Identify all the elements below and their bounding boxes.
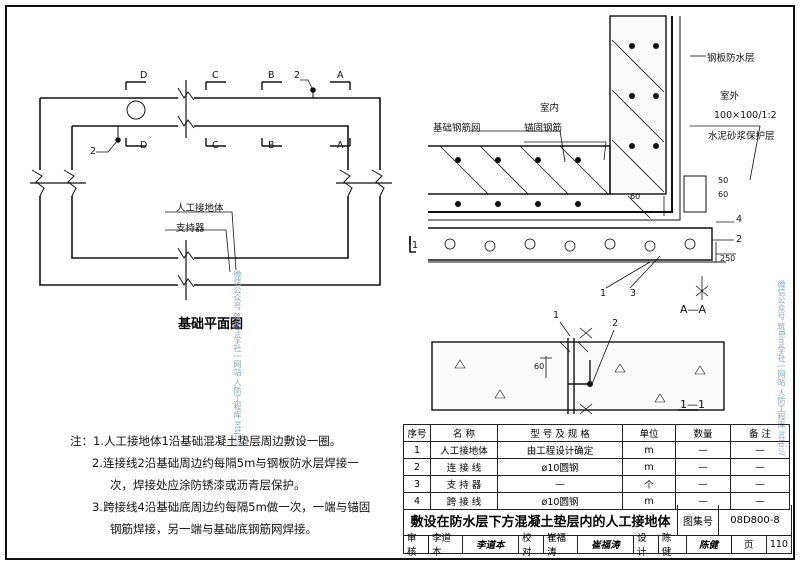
col-header: 单位 <box>622 424 676 442</box>
number-4: 4 <box>736 214 743 225</box>
col-header: 数量 <box>675 424 731 442</box>
cell: — <box>675 441 731 459</box>
col-header: 名 称 <box>430 424 498 442</box>
cell: 连 接 线 <box>430 458 498 476</box>
number-2: 2 <box>612 318 619 329</box>
section-mark: C <box>212 70 219 81</box>
cell: 由工程设计确定 <box>497 441 623 459</box>
table-row: 3 支 持 器 — 个 — — <box>403 475 790 493</box>
label-anchor: 锚固钢筋 <box>524 123 563 134</box>
section-aa-caption: A—A <box>680 303 707 316</box>
cell: — <box>730 475 790 493</box>
foundation-plan <box>30 79 392 300</box>
col-header: 备 注 <box>730 424 790 442</box>
reviewer-signature: 李道本 <box>463 535 519 553</box>
section-mark: C <box>212 140 219 151</box>
watermark: 微信公众号 筑Bim学社 | 网站 人防工程库 http:// <box>233 270 242 446</box>
plan-caption: 基础平面图 <box>178 317 244 332</box>
cell: m <box>622 441 676 459</box>
cell: 支 持 器 <box>430 475 498 493</box>
cell: 个 <box>622 475 676 493</box>
table-header: 序号 名 称 型 号 及 规 格 单位 数量 备 注 <box>403 424 790 442</box>
label-mortar-spec: 100×100/1:2 <box>714 110 777 121</box>
label-support: 支持器 <box>176 223 205 234</box>
section-mark: A <box>337 70 344 81</box>
watermark: 微信公众号 筑Bim学社 | 网站 人防工程库 http:// <box>777 280 786 456</box>
section-mark: B <box>268 140 275 151</box>
note-line: 3.跨接线4沿基础底周边约每隔5m做一次，一端与锚固 <box>92 500 371 514</box>
checker: 崔福涛 <box>544 533 578 558</box>
note-line: 2.连接线2沿基础周边约每隔5m与钢板防水层焊接一 <box>92 456 359 470</box>
number-2: 2 <box>736 234 743 245</box>
atlas-label: 图集号 <box>678 505 719 535</box>
table-row: 2 连 接 线 ø10圆钢 m — — <box>403 458 790 476</box>
dim-60: 60 <box>630 192 641 201</box>
cell: 3 <box>403 475 431 493</box>
section-mark: B <box>268 70 275 81</box>
title-block: 敷设在防水层下方混凝土垫层内的人工接地体 图集号 08D800-8 <box>403 505 792 536</box>
cell: m <box>622 492 676 510</box>
section-aa <box>409 15 761 300</box>
note-line: 注：1.人工接地体1沿基础混凝土垫层周边敷设一圈。 <box>70 434 342 448</box>
cut-mark-1: 1 <box>412 240 419 251</box>
cell: 1 <box>403 441 431 459</box>
cell: — <box>730 441 790 459</box>
number-1: 1 <box>553 310 560 321</box>
section-mark: D <box>140 70 148 81</box>
check-label: 校对 <box>519 533 544 558</box>
cell: — <box>730 492 790 510</box>
cell: m <box>622 458 676 476</box>
design-label: 设计 <box>634 533 659 558</box>
label-indoor: 室内 <box>540 103 560 114</box>
cell: — <box>730 458 790 476</box>
section-11-caption: 1—1 <box>680 398 705 411</box>
connector-number: 2 <box>90 146 97 157</box>
dim-60: 60 <box>534 362 545 371</box>
notes: 注：1.人工接地体1沿基础混凝土垫层周边敷设一圈。 2.连接线2沿基础周边约每隔… <box>70 430 400 540</box>
checker-signature: 崔福涛 <box>578 535 634 553</box>
dim-50: 50 <box>718 176 729 185</box>
dim-250: 250 <box>720 254 736 263</box>
designer: 陈 健 <box>659 533 687 558</box>
label-rebar-net: 基础钢筋网 <box>433 123 481 134</box>
number-3: 3 <box>630 288 637 299</box>
cell: 2 <box>403 458 431 476</box>
drawing-title: 敷设在防水层下方混凝土垫层内的人工接地体 <box>404 505 678 535</box>
signature-row: 审核 李道本 李道本 校对 崔福涛 崔福涛 设计 陈 健 陈健 页 110 <box>403 533 792 558</box>
atlas-number: 08D800-8 <box>730 514 780 526</box>
note-line: 钢筋焊接，另一端与基础底钢筋网焊接。 <box>110 522 317 536</box>
designer-signature: 陈健 <box>687 535 732 553</box>
cell: — <box>497 475 623 493</box>
label-steel-waterproof: 钢板防水层 <box>707 53 755 64</box>
table-row: 4 跨 接 线 ø10圆钢 m — — <box>403 492 790 510</box>
material-table: 序号 名 称 型 号 及 规 格 单位 数量 备 注 1 人工接地体 由工程设计… <box>403 424 790 510</box>
review-label: 审核 <box>404 533 429 558</box>
page-label: 页 <box>732 535 767 553</box>
cell: ø10圆钢 <box>497 458 623 476</box>
number-1: 1 <box>600 288 607 299</box>
cell: — <box>675 475 731 493</box>
dim-60: 60 <box>718 190 729 199</box>
label-outdoor: 室外 <box>720 91 740 102</box>
reviewer: 李道本 <box>429 533 463 558</box>
cell: ø10圆钢 <box>497 492 623 510</box>
section-mark: D <box>140 140 148 151</box>
cell: 人工接地体 <box>430 441 498 459</box>
cell: — <box>675 458 731 476</box>
page-number: 110 <box>769 538 788 550</box>
section-mark: A <box>337 140 344 151</box>
connector-number: 2 <box>294 70 301 81</box>
col-header: 序号 <box>403 424 431 442</box>
cell: — <box>675 492 731 510</box>
note-line: 次，焊接处应涂防锈漆或沥青层保护。 <box>110 478 306 492</box>
label-mortar: 水泥砂浆保护层 <box>708 131 775 142</box>
section-11 <box>431 321 725 415</box>
label-ground-electrode: 人工接地体 <box>176 203 224 214</box>
table-row: 1 人工接地体 由工程设计确定 m — — <box>403 441 790 459</box>
col-header: 型 号 及 规 格 <box>497 424 623 442</box>
